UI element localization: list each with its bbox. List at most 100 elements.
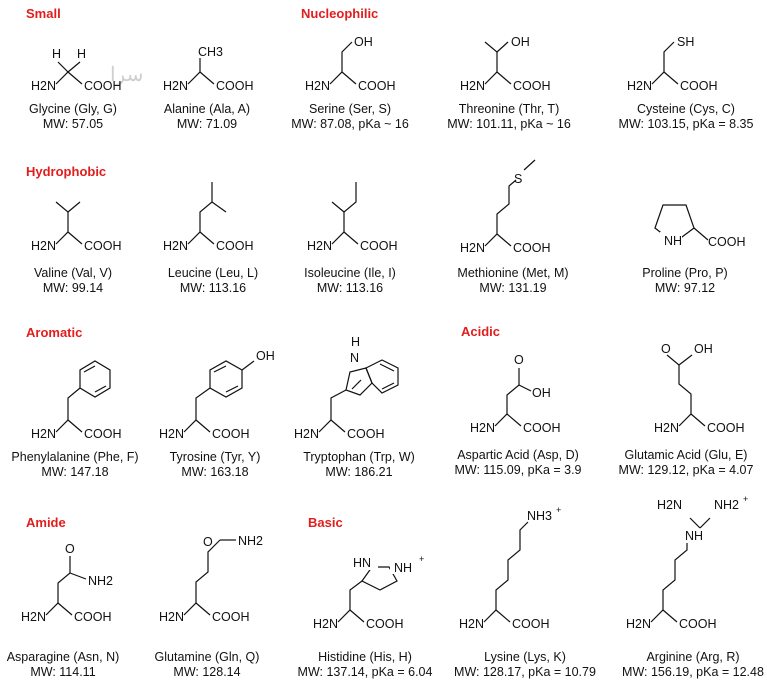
svg-text:COOH: COOH [707,421,745,435]
svg-text:COOH: COOH [512,617,550,631]
svg-text:NH2: NH2 [714,498,739,512]
svg-text:H2N: H2N [470,421,495,435]
svg-text:CH3: CH3 [198,45,223,59]
svg-text:O: O [514,353,524,367]
svg-text:H2N: H2N [294,427,319,441]
svg-text:O: O [661,342,671,356]
svg-text:COOH: COOH [513,241,551,255]
svg-text:NH2: NH2 [238,534,263,548]
svg-text:H: H [52,47,61,61]
caption-asparagine: Asparagine (Asn, N)MW: 114.11 [6,650,120,679]
svg-text:COOH: COOH [679,617,717,631]
svg-text:COOH: COOH [366,617,404,631]
svg-text:NH3: NH3 [527,509,552,523]
svg-text:H2N: H2N [31,427,56,441]
svg-text:+: + [556,505,561,515]
svg-text:H2N: H2N [460,79,485,93]
caption-methionine: Methionine (Met, M)MW: 131.19 [457,266,569,295]
caption-serine: Serine (Ser, S)MW: 87.08, pKa ~ 16 [291,102,409,131]
caption-lysine: Lysine (Lys, K)MW: 128.17, pKa = 10.79 [454,650,596,679]
svg-text:HN: HN [353,556,371,570]
svg-text:COOH: COOH [360,239,398,253]
svg-text:N: N [350,351,359,365]
svg-text:H2N: H2N [21,610,46,624]
caption-glutamine: Glutamine (Gln, Q)MW: 128.14 [154,650,260,679]
caption-cysteine: Cysteine (Cys, C)MW: 103.15, pKa = 8.35 [618,102,754,131]
svg-text:COOH: COOH [74,610,112,624]
svg-text:H2N: H2N [460,241,485,255]
svg-text:H2N: H2N [305,79,330,93]
svg-text:H2N: H2N [313,617,338,631]
svg-text:H2N: H2N [627,79,652,93]
category-small: Small [26,6,61,21]
caption-phenylalanine: Phenylalanine (Phe, F)MW: 147.18 [11,450,139,479]
svg-text:COOH: COOH [212,427,250,441]
svg-text:NH2: NH2 [88,574,113,588]
caption-alanine: Alanine (Ala, A)MW: 71.09 [163,102,251,131]
svg-text:NH: NH [685,529,703,543]
svg-text:COOH: COOH [358,79,396,93]
caption-glutamic-acid: Glutamic Acid (Glu, E)MW: 129.12, pKa = … [618,448,754,477]
caption-isoleucine: Isoleucine (Ile, I)MW: 113.16 [304,266,396,295]
svg-text:S: S [514,172,522,186]
category-hydrophobic: Hydrophobic [26,164,107,179]
svg-text:H2N: H2N [626,617,651,631]
svg-text:OH: OH [532,386,551,400]
svg-text:OH: OH [256,349,275,363]
svg-text:COOH: COOH [347,427,385,441]
svg-text:H2N: H2N [163,239,188,253]
category-nucleophilic: Nucleophilic [301,6,379,21]
svg-text:+: + [419,554,424,564]
svg-text:H: H [77,47,86,61]
svg-text:H2N: H2N [307,239,332,253]
caption-aspartic-acid: Aspartic Acid (Asp, D)MW: 115.09, pKa = … [454,448,582,477]
svg-text:OH: OH [694,342,713,356]
svg-text:SH: SH [677,35,694,49]
svg-text:O: O [203,535,213,549]
svg-text:COOH: COOH [216,79,254,93]
caption-tryptophan: Tryptophan (Trp, W)MW: 186.21 [303,450,415,479]
svg-text:OH: OH [354,35,373,49]
caption-tyrosine: Tyrosine (Tyr, Y)MW: 163.18 [169,450,261,479]
caption-histidine: Histidine (His, H)MW: 137.14, pKa = 6.04 [297,650,433,679]
svg-text:H: H [351,335,360,349]
watermark: سرا [110,64,144,86]
svg-text:COOH: COOH [708,235,746,249]
svg-text:OH: OH [511,35,530,49]
svg-text:COOH: COOH [212,610,250,624]
svg-text:COOH: COOH [216,239,254,253]
caption-arginine: Arginine (Arg, R)MW: 156.19, pKa = 12.48 [622,650,764,679]
caption-threonine: Threonine (Thr, T)MW: 101.11, pKa ~ 16 [447,102,571,131]
caption-glycine: Glycine (Gly, G)MW: 57.05 [29,102,117,131]
svg-text:H2N: H2N [459,617,484,631]
svg-text:H2N: H2N [657,498,682,512]
svg-text:NH: NH [664,234,682,248]
svg-text:H2N: H2N [159,427,184,441]
svg-text:H2N: H2N [163,79,188,93]
svg-text:COOH: COOH [513,79,551,93]
category-aromatic: Aromatic [26,325,83,340]
svg-text:H2N: H2N [31,239,56,253]
svg-text:COOH: COOH [680,79,718,93]
category-amide: Amide [26,515,66,530]
